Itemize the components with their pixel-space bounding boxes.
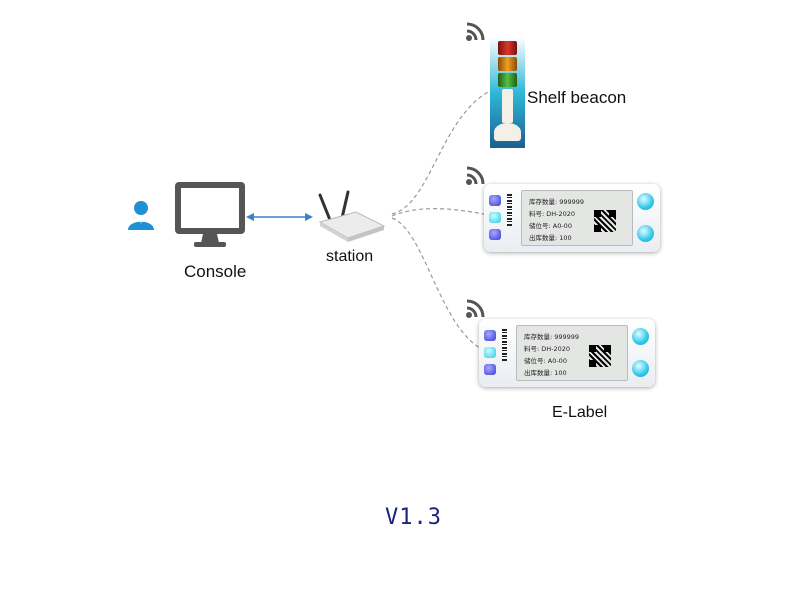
indicator-light <box>632 360 649 377</box>
beacon-tower-icon <box>490 37 525 148</box>
e-label-screen: 库存数量: 999999 料号: DH-2020 储位号: A0-00 出库数量… <box>516 325 628 381</box>
screen-line-outbound: 出库数量: 100 <box>524 369 567 377</box>
e-label-caption: E-Label <box>552 404 608 421</box>
link-station-elabel-1 <box>391 208 485 217</box>
screen-line-stock: 库存数量: 999999 <box>524 333 580 341</box>
screen-line-outbound: 出库数量: 100 <box>529 234 572 242</box>
screen-line-stock: 库存数量: 999999 <box>529 198 585 206</box>
user-icon <box>128 201 154 230</box>
station-label: station <box>326 248 374 265</box>
screen-line-part: 料号: DH-2020 <box>529 210 576 218</box>
wifi-icon <box>466 299 485 318</box>
barcode-strip <box>502 329 507 361</box>
indicator-light <box>637 193 654 210</box>
e-label-device: 库存数量: 999999 料号: DH-2020 储位号: A0-00 出库数量… <box>484 184 660 252</box>
version-label: V1.3 <box>385 505 442 530</box>
screen-line-location: 储位号: A0-00 <box>529 222 572 230</box>
console-label: Console <box>184 262 247 281</box>
barcode-strip <box>507 194 512 226</box>
e-label-device: 库存数量: 999999 料号: DH-2020 储位号: A0-00 出库数量… <box>479 319 655 387</box>
qr-code <box>589 345 611 367</box>
e-label-screen: 库存数量: 999999 料号: DH-2020 储位号: A0-00 出库数量… <box>521 190 633 246</box>
device-button <box>484 330 496 341</box>
shelf-beacon-label: Shelf beacon <box>527 88 627 107</box>
indicator-light <box>632 328 649 345</box>
device-button <box>489 229 501 240</box>
beacon-green-light <box>498 73 517 87</box>
monitor-icon <box>175 182 245 247</box>
wifi-icon <box>466 166 485 185</box>
screen-line-location: 储位号: A0-00 <box>524 357 567 365</box>
device-button <box>484 347 496 358</box>
device-button <box>489 195 501 206</box>
beacon-base <box>494 123 521 141</box>
router-icon <box>318 190 386 242</box>
indicator-light <box>637 225 654 242</box>
screen-line-part: 料号: DH-2020 <box>524 345 571 353</box>
link-station-elabel-2 <box>391 217 485 351</box>
wifi-icon <box>466 22 485 41</box>
link-station-beacon <box>391 91 489 215</box>
beacon-pole <box>502 89 513 123</box>
device-button <box>489 212 501 223</box>
beacon-orange-light <box>498 57 517 71</box>
qr-code <box>594 210 616 232</box>
device-button <box>484 364 496 375</box>
beacon-red-light <box>498 41 517 55</box>
console-station-arrow <box>246 213 313 221</box>
